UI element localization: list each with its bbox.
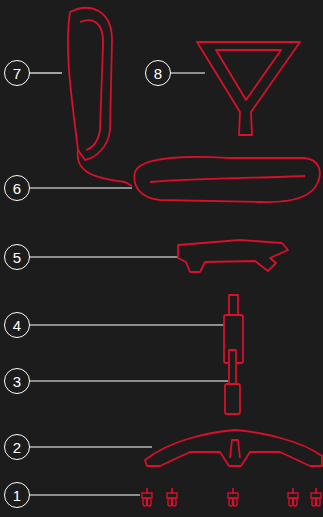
headrest-frame: [197, 42, 300, 135]
callout-number: 1: [13, 488, 21, 503]
caster: [142, 488, 152, 506]
seat: [134, 157, 319, 202]
cylinder-cover: [225, 384, 240, 414]
leader-line: [30, 494, 140, 495]
chair-base: [145, 430, 322, 466]
callout-circle: 8: [145, 60, 171, 86]
seat-contour: [150, 176, 305, 182]
seat-mechanism: [178, 240, 288, 272]
callout-number: 6: [13, 181, 21, 196]
caster: [167, 488, 177, 506]
leader-line: [30, 324, 224, 325]
cylinder-top: [229, 350, 236, 384]
callout-number: 7: [13, 66, 21, 81]
caster: [228, 488, 238, 506]
base-hub: [230, 440, 240, 458]
backrest: [68, 8, 112, 160]
caster: [288, 488, 298, 506]
callout-number: 5: [13, 250, 21, 265]
callout-circle: 5: [4, 244, 30, 270]
leader-line: [30, 256, 178, 257]
callout-circle: 6: [4, 175, 30, 201]
callout-circle: 3: [4, 368, 30, 394]
callout-circle: 7: [4, 60, 30, 86]
callout-circle: 4: [4, 312, 30, 338]
callout-number: 3: [13, 374, 21, 389]
backrest-contour: [80, 20, 103, 150]
leader-line: [171, 72, 205, 73]
headrest-opening: [216, 50, 281, 100]
callout-number: 4: [13, 318, 21, 333]
backrest-bar: [78, 150, 132, 186]
leader-line: [30, 187, 132, 188]
caster: [311, 488, 321, 506]
callout-circle: 2: [4, 434, 30, 460]
leader-line: [30, 446, 152, 447]
callout-circle: 1: [4, 482, 30, 508]
callout-number: 8: [154, 66, 162, 81]
gas-lift-top: [229, 295, 238, 315]
leader-line: [30, 72, 62, 73]
leader-line: [30, 380, 228, 381]
callout-number: 2: [13, 440, 21, 455]
